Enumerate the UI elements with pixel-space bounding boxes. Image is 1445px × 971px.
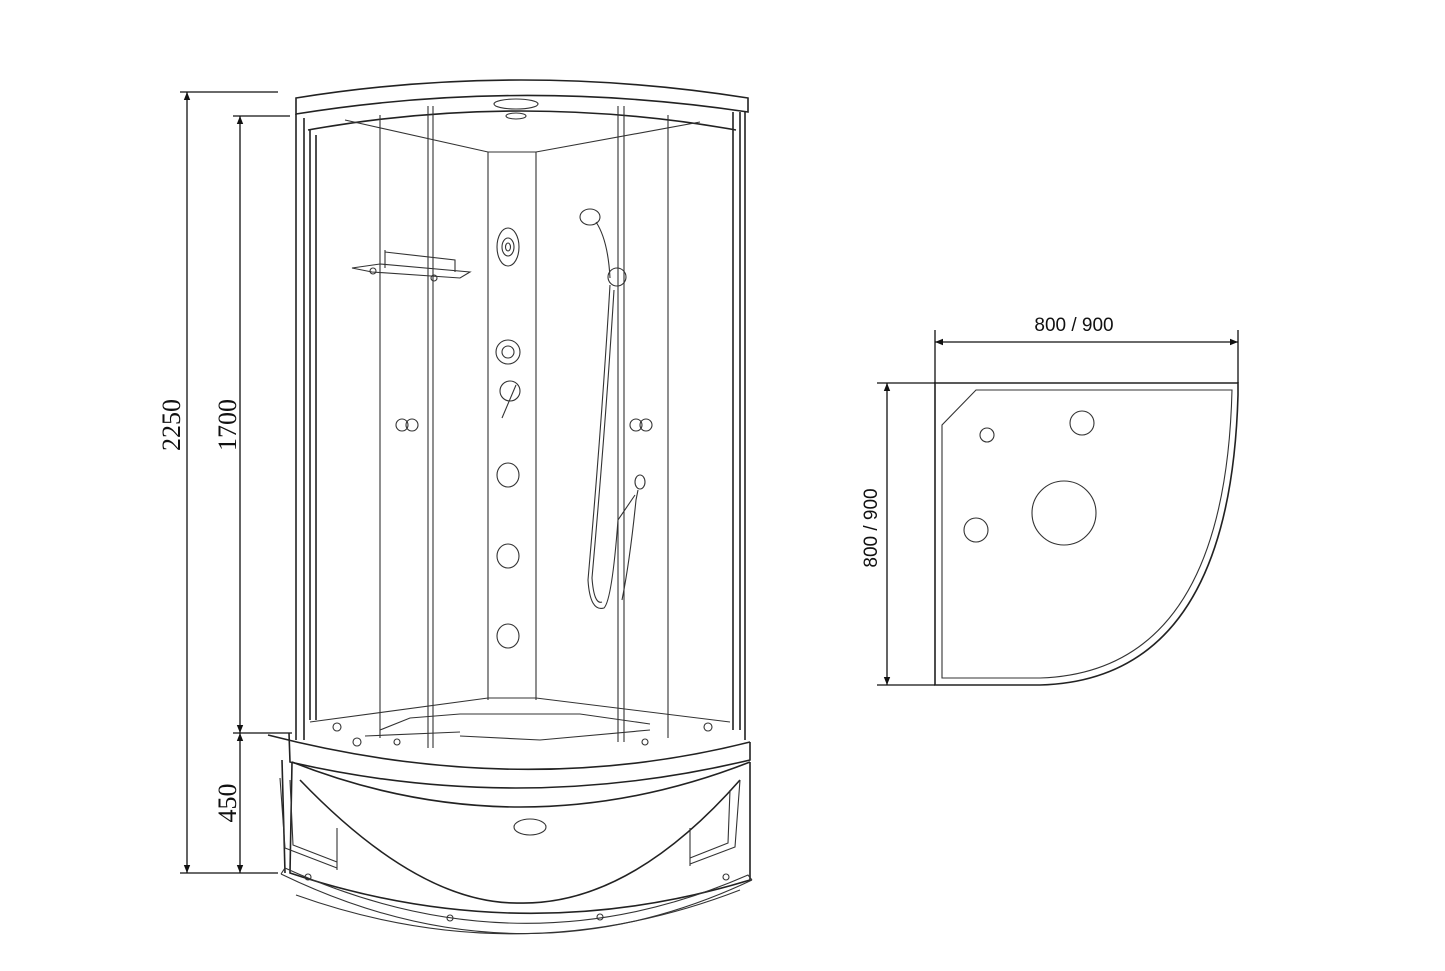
shower-tray-plan [934,382,1239,686]
mixer-handle-icon [499,380,521,402]
jet-icon [496,543,520,569]
outlet-icon [979,427,995,443]
drain-icon [1031,480,1097,546]
width-label: 800 / 900 [1034,315,1113,336]
plan-outline [934,382,1239,686]
plan-dimensions: 800 / 900 800 / 900 [861,315,1239,686]
roof [295,79,749,115]
jet-icon [496,623,520,649]
drain-access-icon [513,818,547,836]
jet-icon [495,339,521,365]
outlet-icon [1069,410,1095,436]
enclosure-height-label: 1700 [213,399,242,451]
shower-cabin-elevation [267,79,753,935]
tray-height-label: 450 [213,784,242,823]
door-handles [395,418,653,432]
depth-label: 800 / 900 [861,488,882,567]
outlet-icon [963,517,989,543]
elevation-dimensions: 2250 1700 450 [157,91,292,874]
shower-panel [495,227,521,649]
shower-tray [267,732,751,915]
jet-icon [496,462,520,488]
total-height-label: 2250 [157,399,186,451]
hand-shower [579,208,646,609]
overhead-shower-icon [493,98,539,110]
shelf [351,250,472,282]
